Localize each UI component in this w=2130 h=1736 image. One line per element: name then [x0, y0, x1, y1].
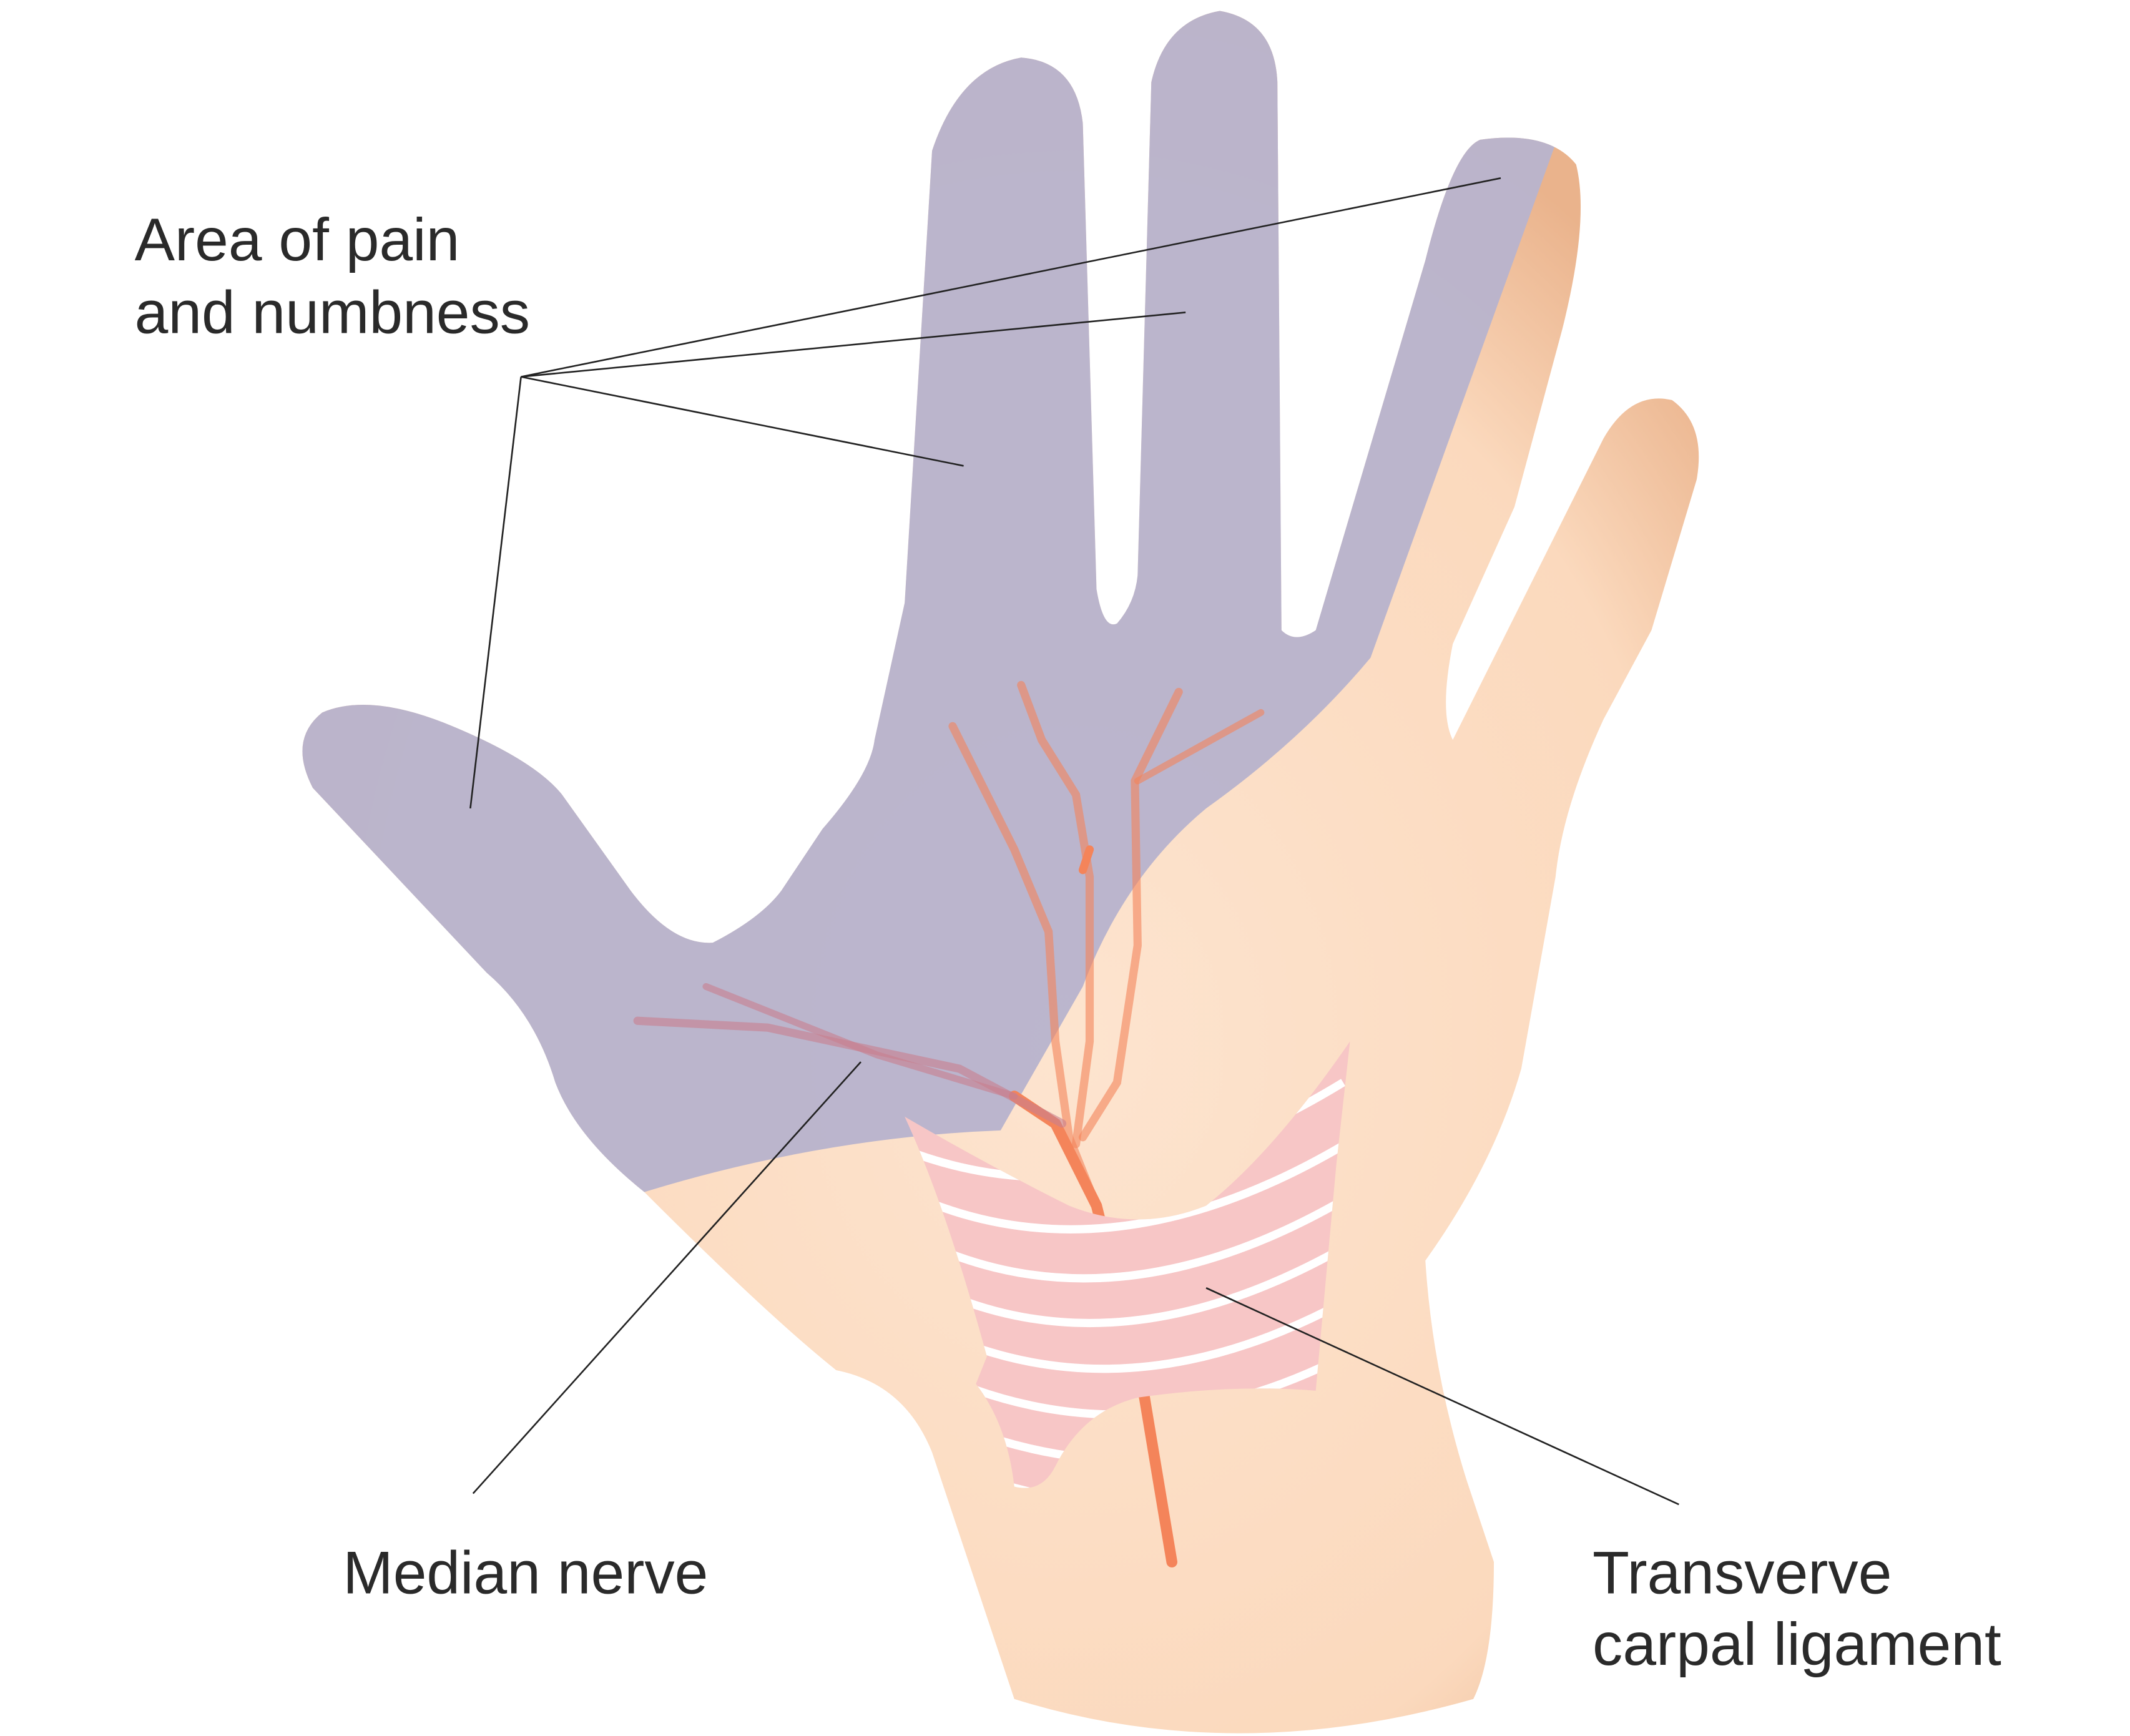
label-median-nerve: Median nerve — [343, 1540, 708, 1607]
label-ligament-line2: carpal ligament — [1593, 1611, 2001, 1678]
leader-lines — [469, 177, 1679, 1506]
label-ligament-line1: Transverve — [1593, 1540, 1892, 1607]
label-area-of-pain-line2: and numbness — [135, 279, 530, 346]
label-area-of-pain-line1: Area of pain — [135, 207, 460, 273]
